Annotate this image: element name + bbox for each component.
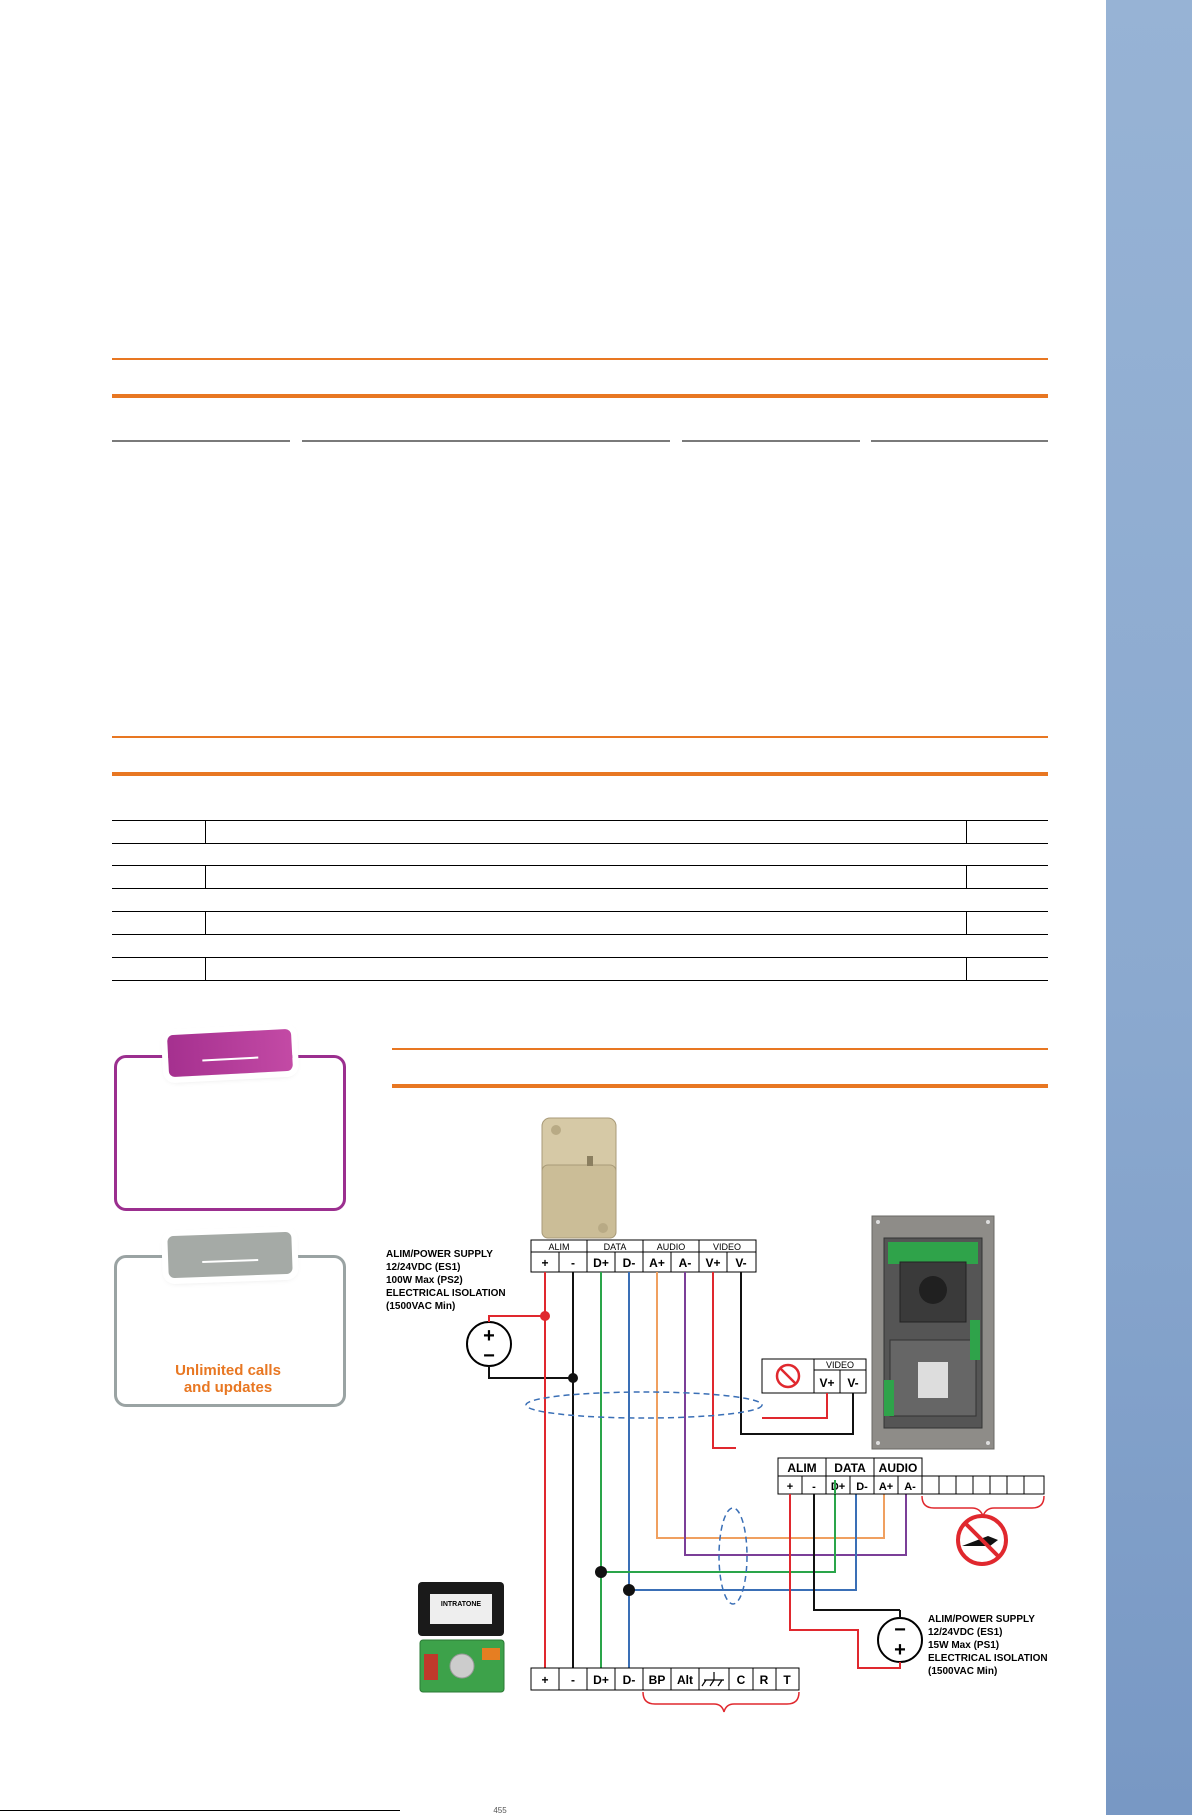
panel-terminal: + <box>787 1481 793 1493</box>
panel-terminal: A- <box>904 1481 916 1493</box>
support-card <box>114 1255 346 1407</box>
svg-text:+: + <box>894 1639 906 1661</box>
support-card-text: Unlimited calls and updates <box>140 1362 316 1396</box>
video-box-terminal: V- <box>847 1376 858 1390</box>
psu-right-line: 12/24VDC (ES1) <box>928 1627 1002 1638</box>
psu-left-line: ELECTRICAL ISOLATION <box>386 1288 506 1299</box>
door-panel-image <box>871 1215 995 1450</box>
controller-terminal: C <box>737 1673 746 1687</box>
controller-terminal: R <box>760 1673 769 1687</box>
section2-rule-bottom <box>112 772 1048 776</box>
panel-terminal: - <box>812 1481 816 1493</box>
psu-left-symbol: + − <box>466 1321 512 1367</box>
panel-terminal: D+ <box>831 1481 845 1493</box>
psu-right-line: 15W Max (PS1) <box>928 1640 999 1651</box>
controller-terminal: - <box>571 1673 575 1687</box>
reader-terminal-block: ALIM DATA AUDIO VIDEO + - D+ D- A+ A- V+… <box>530 1239 757 1273</box>
section-rule-bottom <box>112 394 1048 398</box>
reader-terminal: A- <box>679 1256 692 1270</box>
support-line-1: Unlimited calls <box>175 1362 281 1379</box>
reader-group-alim: ALIM <box>548 1242 569 1252</box>
section-rule-top <box>112 358 1048 360</box>
reader-terminal: D- <box>623 1256 636 1270</box>
do-not-connect-icon <box>956 1514 1008 1566</box>
controller-terminal-block: + - D+ D- BP Alt C R T <box>530 1667 800 1691</box>
panel-terminal: A+ <box>879 1481 893 1493</box>
controller-terminal: D+ <box>593 1673 609 1687</box>
psu-left-line: ALIM/POWER SUPPLY <box>386 1249 493 1260</box>
video-terminal-box: VIDEO V+ V- <box>761 1358 867 1394</box>
svg-text:−: − <box>483 1345 495 1367</box>
svg-text:+: + <box>483 1325 495 1347</box>
column-divider-1 <box>112 440 290 442</box>
psu-right-line: ELECTRICAL ISOLATION <box>928 1653 1048 1664</box>
panel-terminal: D- <box>856 1481 868 1493</box>
reader-group-video: VIDEO <box>713 1242 741 1252</box>
section2-rule-top <box>112 736 1048 738</box>
reader-terminal: + <box>541 1256 548 1270</box>
controller-terminal: Alt <box>677 1673 693 1687</box>
psu-left-line: 100W Max (PS2) <box>386 1275 463 1286</box>
svg-text:−: − <box>894 1619 906 1641</box>
reader-group-data: DATA <box>604 1242 627 1252</box>
reader-terminal: - <box>571 1256 575 1270</box>
controller-terminal: + <box>541 1673 548 1687</box>
column-divider-2 <box>302 440 670 442</box>
decorative-side-band <box>1106 0 1192 1815</box>
panel-group-alim: ALIM <box>787 1461 816 1475</box>
reader-group-audio: AUDIO <box>657 1242 686 1252</box>
psu-right-line: ALIM/POWER SUPPLY <box>928 1614 1035 1625</box>
unused-terminals-bracket <box>921 1495 1045 1519</box>
footer-rule <box>0 1810 400 1811</box>
column-divider-3 <box>682 440 860 442</box>
video-box-terminal: V+ <box>819 1376 834 1390</box>
support-line-2: and updates <box>183 1379 273 1396</box>
psu-left-line: (1500VAC Min) <box>386 1301 455 1312</box>
ground-icon <box>701 1672 724 1687</box>
promo-card <box>114 1055 346 1211</box>
panel-group-audio: AUDIO <box>879 1461 918 1475</box>
controller-terminal: T <box>783 1673 791 1687</box>
psu-left-line: 12/24VDC (ES1) <box>386 1262 460 1273</box>
psu-right-line: (1500VAC Min) <box>928 1666 997 1677</box>
psu-left-label: ALIM/POWER SUPPLY 12/24VDC (ES1) 100W Ma… <box>386 1249 506 1312</box>
reader-terminal: A+ <box>649 1256 665 1270</box>
module-brand: INTRATONE <box>441 1601 482 1608</box>
controller-module-image: INTRATONE <box>418 1582 505 1693</box>
reader-terminal: V+ <box>705 1256 720 1270</box>
wiring-rule-top <box>392 1048 1048 1050</box>
controller-terminal: BP <box>649 1673 666 1687</box>
reader-module-image <box>541 1117 617 1239</box>
reader-terminal: V- <box>735 1256 746 1270</box>
controller-terminal: D- <box>623 1673 636 1687</box>
panel-terminal-block: ALIM DATA AUDIO + - D+ D- A+ A- <box>777 1457 1045 1495</box>
psu-right-label: ALIM/POWER SUPPLY 12/24VDC (ES1) 15W Max… <box>928 1614 1048 1677</box>
wiring-rule-bottom <box>392 1084 1048 1088</box>
panel-group-data: DATA <box>834 1461 866 1475</box>
reader-terminal: D+ <box>593 1256 609 1270</box>
video-box-title: VIDEO <box>826 1360 854 1370</box>
controller-bracket <box>642 1691 800 1713</box>
psu-right-symbol: − + <box>877 1617 923 1663</box>
column-divider-4 <box>871 440 1048 442</box>
page-number: 455 <box>493 1806 507 1815</box>
